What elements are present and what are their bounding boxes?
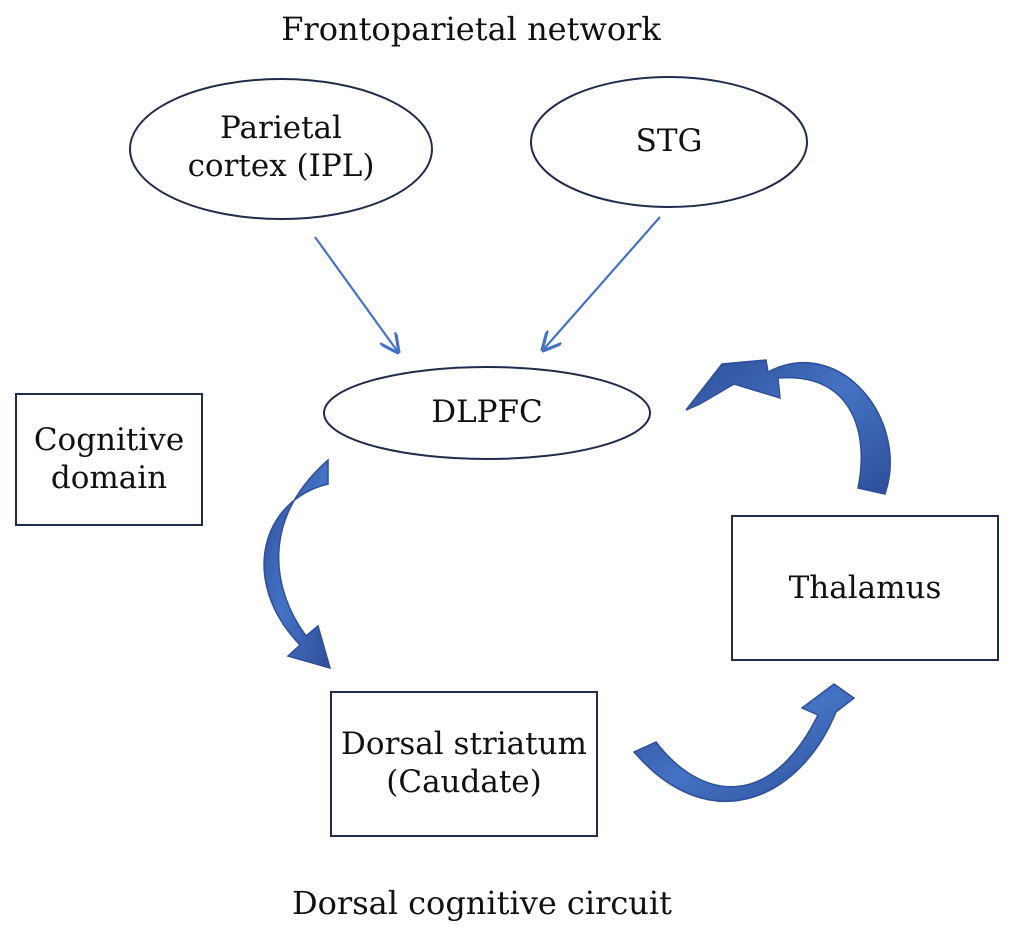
diagram-title-bottom: Dorsal cognitive circuit (292, 884, 672, 922)
node-striatum-line1: Dorsal striatum (341, 726, 587, 763)
node-parietal-line2: cortex (IPL) (187, 148, 375, 184)
curved-arrow-dlpfc-to-striatum (263, 458, 332, 670)
node-parietal-label: Parietal cortex (IPL) (150, 100, 412, 196)
node-striatum-shape (330, 691, 598, 837)
node-parietal-shape (129, 78, 433, 220)
curved-arrow-striatum-to-thalamus (632, 683, 856, 803)
arrow-stg-to-dlpfc (543, 216, 661, 350)
diagram-title-top: Frontoparietal network (281, 10, 661, 48)
curved-arrow-thalamus-to-dlpfc (685, 359, 891, 495)
node-cognitive-line1: Cognitive (33, 422, 185, 459)
node-thalamus-label: Thalamus (788, 570, 942, 607)
node-thalamus-shape (731, 515, 999, 661)
node-cognitive-line2: domain (50, 460, 168, 496)
node-dlpfc-label: DLPFC (431, 394, 543, 431)
node-parietal-line1: Parietal (220, 110, 342, 147)
arrow-parietal-to-dlpfc (314, 236, 398, 352)
node-stg-shape (530, 76, 808, 208)
node-striatum-line2: (Caudate) (386, 764, 542, 800)
node-dlpfc-shape (323, 366, 651, 460)
node-cognitive-shape (15, 393, 203, 526)
node-striatum-label: Dorsal striatum (Caudate) (331, 718, 597, 810)
node-cognitive-label: Cognitive domain (16, 414, 202, 506)
node-stg-label: STG (635, 123, 703, 160)
